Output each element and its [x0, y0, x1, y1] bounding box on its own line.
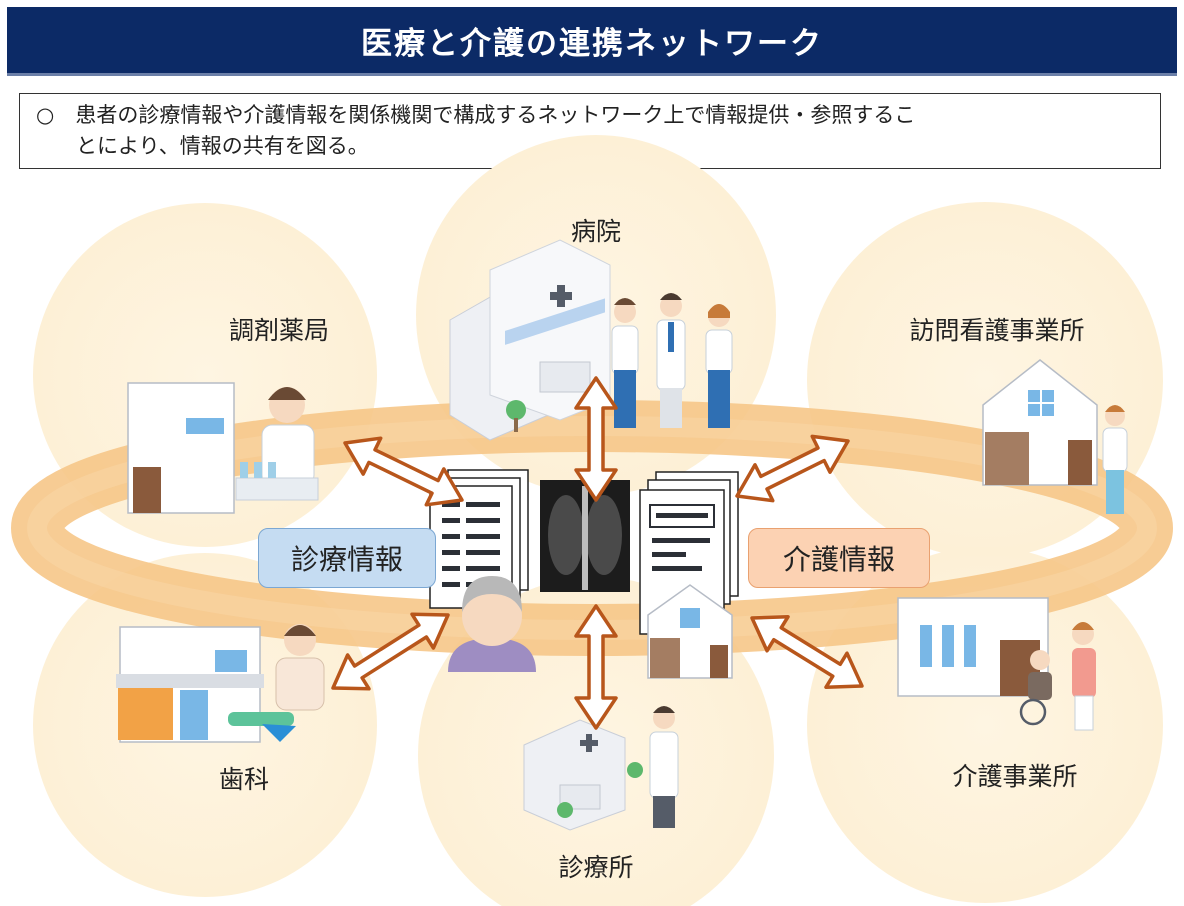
visiting-nurse-icon	[1102, 405, 1128, 514]
arrow-layer	[331, 376, 864, 730]
pharmacy-icon	[127, 382, 319, 514]
care-worker-icon	[1072, 622, 1096, 731]
arrow-clinic	[574, 604, 618, 730]
care-documents-icon	[639, 471, 739, 635]
arrow-hospital	[574, 376, 618, 502]
bullet-icon: ○	[36, 103, 55, 127]
care-info-box: 介護情報	[748, 528, 930, 588]
arrow-care-office	[750, 615, 864, 689]
arrow-visiting-nursing	[735, 434, 850, 503]
care-office-icon	[897, 597, 1049, 697]
clinic-doctor-icon	[649, 706, 679, 828]
elderly-patient-icon	[448, 576, 536, 672]
medical-info-box: 診療情報	[258, 528, 436, 588]
arrow-dental	[331, 612, 450, 691]
hospital-building-icon	[449, 239, 611, 441]
label-hospital: 病院	[570, 217, 622, 246]
clinic-building-icon	[523, 719, 643, 831]
hospital-staff-icon	[611, 293, 733, 428]
wheelchair-resident-icon	[1019, 650, 1052, 726]
label-care-office: 介護事業所	[952, 762, 1078, 791]
visiting-nursing-house-icon	[982, 359, 1098, 486]
page-title: 医療と介護の連携ネットワーク	[7, 7, 1177, 76]
label-dental: 歯科	[218, 765, 270, 794]
description-line-2: とにより、情報の共有を図る。	[76, 134, 369, 158]
label-visiting-nursing: 訪問看護事業所	[909, 316, 1085, 345]
label-clinic: 診療所	[558, 853, 634, 882]
label-pharmacy: 調剤薬局	[228, 316, 330, 345]
description-line-1: ○ 患者の診療情報や介護情報を関係機関で構成するネットワーク上で情報提供・参照す…	[36, 100, 1144, 131]
xray-image-icon	[540, 480, 630, 592]
description-text-1: 患者の診療情報や介護情報を関係機関で構成するネットワーク上で情報提供・参照するこ	[75, 103, 916, 127]
dentist-icon	[228, 624, 325, 742]
arrow-pharmacy	[343, 436, 464, 507]
medical-documents-icon	[429, 469, 529, 609]
home-document-icon	[647, 584, 733, 679]
